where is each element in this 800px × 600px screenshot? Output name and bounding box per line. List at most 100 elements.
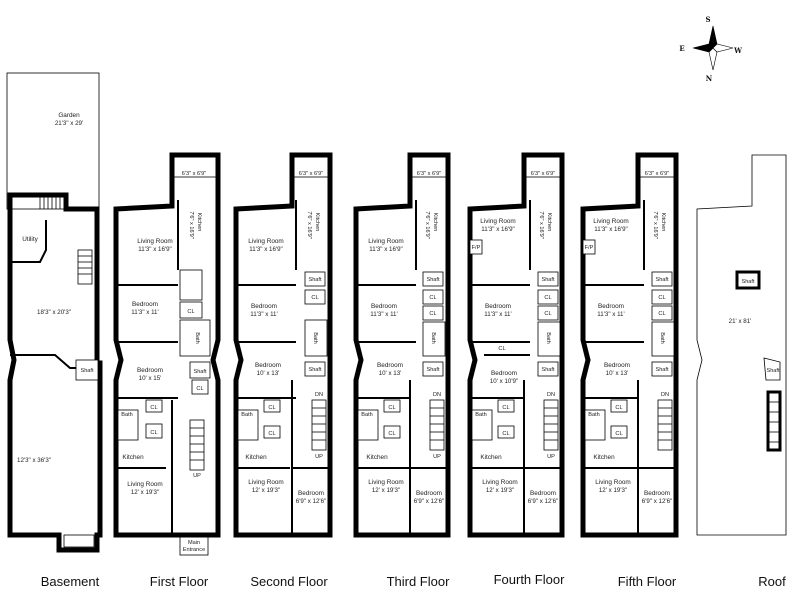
compass-e: E (679, 44, 684, 53)
svg-text:Living Room: Living Room (480, 218, 516, 225)
basement-walls (7, 192, 103, 553)
svg-text:Kitchen: Kitchen (593, 454, 615, 461)
svg-text:Bedroom: Bedroom (377, 362, 403, 369)
roof-shaft (735, 270, 761, 290)
svg-text:DN: DN (433, 392, 441, 398)
svg-text:Bedroom: Bedroom (255, 362, 281, 369)
second-floor-walls (233, 152, 333, 538)
first-bedroom1-dim: 11'3" x 11' (131, 309, 158, 316)
svg-text:Bath: Bath (194, 332, 200, 344)
svg-text:CL: CL (388, 405, 395, 411)
svg-text:Shaft: Shaft (655, 277, 669, 283)
label-second-floor: Second Floor (250, 574, 328, 589)
svg-text:12' x 19'3": 12' x 19'3" (599, 487, 627, 494)
svg-text:Bedroom: Bedroom (530, 490, 556, 497)
basement-stair (77, 249, 93, 285)
first-floor-plan: 6'3" x 6'9" Living Room 11'3" x 16'9" Ki… (113, 152, 221, 556)
fourth-floor-walls (467, 152, 565, 538)
svg-text:Bedroom: Bedroom (298, 490, 324, 497)
svg-text:6'3" x 6'9": 6'3" x 6'9" (645, 171, 669, 177)
svg-text:Shaft: Shaft (766, 368, 780, 374)
svg-text:7'6" x 16'9": 7'6" x 16'9" (306, 211, 312, 239)
svg-text:6'9" x 12'6": 6'9" x 12'6" (296, 498, 327, 505)
svg-text:Shaft: Shaft (426, 367, 440, 373)
roof-stair (766, 390, 782, 452)
svg-text:Bedroom: Bedroom (485, 303, 511, 310)
garden-stair (39, 195, 61, 209)
first-kitchen-rear-dim: 7'6" x 16'9" (188, 211, 194, 239)
svg-text:Living Room: Living Room (595, 479, 631, 486)
basement-front-dim: 12'3" x 36'3" (17, 457, 51, 464)
garden-label: Garden (58, 112, 80, 119)
svg-text:Living Room: Living Room (248, 479, 284, 486)
svg-text:UP: UP (433, 454, 441, 460)
svg-text:Bath: Bath (241, 412, 253, 418)
first-bay-dim: 6'3" x 6'9" (182, 171, 206, 177)
svg-text:CL: CL (615, 431, 622, 437)
svg-text:UP: UP (315, 454, 323, 460)
first-kitchen-rear: Kitchen (196, 213, 202, 232)
first-bedroom1: Bedroom (132, 301, 158, 308)
first-stair (189, 419, 205, 471)
first-main: Main (188, 540, 200, 546)
svg-text:F/P: F/P (472, 245, 481, 251)
garden-outline (6, 72, 100, 210)
svg-text:Shaft: Shaft (655, 367, 669, 373)
svg-text:Shaft: Shaft (541, 367, 555, 373)
compass-rose-icon: S N E W (679, 15, 742, 83)
fifth-floor-walls (580, 152, 679, 538)
svg-text:CL: CL (429, 295, 436, 301)
svg-text:11'3" x 16'9": 11'3" x 16'9" (369, 246, 402, 253)
compass-s: S (705, 15, 710, 24)
svg-text:CL: CL (429, 311, 436, 317)
svg-text:10' x 10'9": 10' x 10'9" (490, 378, 518, 385)
svg-text:Kitchen: Kitchen (480, 454, 502, 461)
svg-text:11'3" x 11': 11'3" x 11' (250, 311, 277, 318)
label-first-floor: First Floor (150, 574, 209, 589)
first-living2-dim: 12' x 19'3" (131, 489, 159, 496)
svg-text:Bath: Bath (430, 332, 436, 344)
label-fourth-floor: Fourth Floor (494, 572, 565, 587)
svg-text:11'3" x 11': 11'3" x 11' (370, 311, 397, 318)
svg-text:Living Room: Living Room (593, 218, 629, 225)
utility-label: Utility (22, 236, 38, 243)
svg-text:UP: UP (547, 454, 555, 460)
svg-text:CL: CL (658, 295, 665, 301)
svg-text:CL: CL (502, 405, 509, 411)
roof-plan: Shaft 21' x 81' Shaft (696, 154, 787, 536)
svg-text:F/P: F/P (585, 245, 594, 251)
svg-text:Bath: Bath (121, 412, 133, 418)
first-kitchen: Kitchen (122, 454, 144, 461)
svg-text:CL: CL (498, 346, 505, 352)
svg-text:CL: CL (658, 311, 665, 317)
svg-text:Bedroom: Bedroom (604, 362, 630, 369)
svg-text:Kitchen: Kitchen (432, 213, 438, 232)
svg-text:Bedroom: Bedroom (251, 303, 277, 310)
svg-text:Kitchen: Kitchen (314, 213, 320, 232)
svg-text:Shaft: Shaft (193, 369, 207, 375)
compass-n: N (706, 74, 713, 83)
svg-text:6'3" x 6'9": 6'3" x 6'9" (417, 171, 441, 177)
svg-text:Bedroom: Bedroom (644, 490, 670, 497)
basement-shaft (75, 359, 99, 381)
svg-text:11'3" x 11': 11'3" x 11' (597, 311, 624, 318)
label-basement: Basement (41, 574, 100, 589)
label-third-floor: Third Floor (387, 574, 451, 589)
svg-text:DN: DN (547, 392, 555, 398)
fireplace (8, 470, 12, 500)
svg-text:11'3" x 16'9": 11'3" x 16'9" (594, 226, 627, 233)
svg-text:Bedroom: Bedroom (491, 370, 517, 377)
svg-text:DN: DN (661, 392, 669, 398)
svg-text:Bath: Bath (588, 412, 600, 418)
label-fifth-floor: Fifth Floor (618, 574, 677, 589)
svg-text:6'9" x 12'6": 6'9" x 12'6" (528, 498, 559, 505)
svg-text:6'9" x 12'6": 6'9" x 12'6" (642, 498, 673, 505)
svg-text:10' x 13': 10' x 13' (257, 370, 280, 377)
svg-text:11'3" x 16'9": 11'3" x 16'9" (249, 246, 282, 253)
svg-text:CL: CL (187, 309, 194, 315)
svg-text:12' x 19'3": 12' x 19'3" (372, 487, 400, 494)
first-living2: Living Room (127, 481, 163, 488)
svg-text:6'9" x 12'6": 6'9" x 12'6" (414, 498, 445, 505)
svg-text:Living Room: Living Room (482, 479, 518, 486)
svg-text:7'6" x 16'9": 7'6" x 16'9" (424, 211, 430, 239)
